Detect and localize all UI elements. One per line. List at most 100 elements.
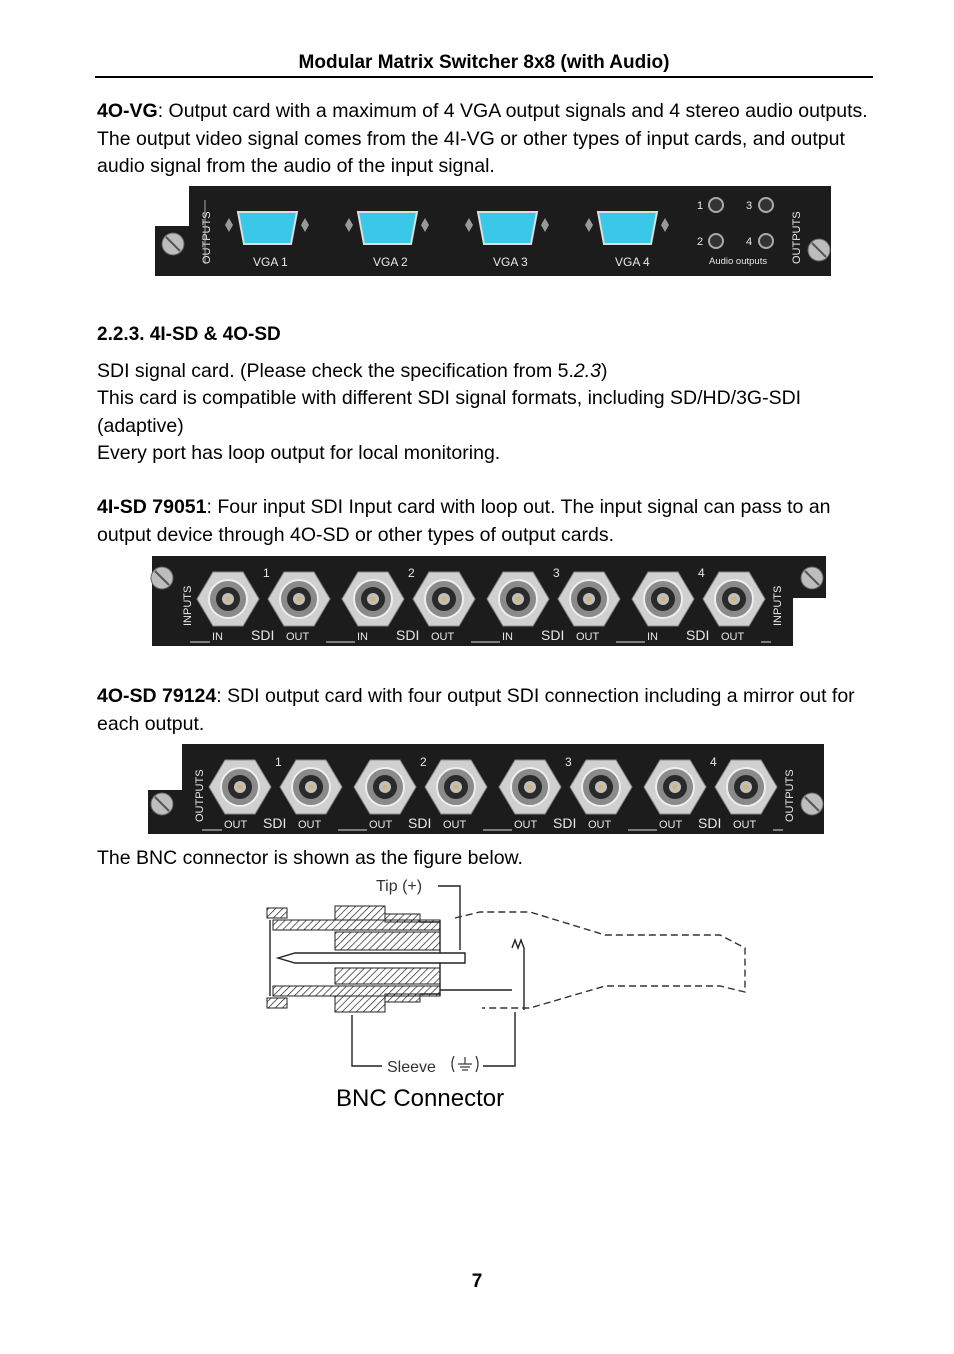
sdi-out-port-number-1: 1	[275, 755, 282, 769]
sdi-out-card-name: 4O-SD 79124	[97, 685, 217, 707]
audio-jack-1[interactable]	[708, 197, 724, 213]
sdi-out-bnc-1-a[interactable]	[208, 759, 272, 815]
spec-ref-close: )	[601, 360, 608, 382]
sdi-out-label-mid-4: SDI	[698, 815, 721, 831]
bnc-diagram: Tip (+) Sleeve	[250, 870, 760, 1085]
vga-card-name: 4O-VG	[97, 100, 158, 122]
sdi-out-bnc-3-b[interactable]	[569, 759, 633, 815]
section-heading: 2.2.3. 4I-SD & 4O-SD	[97, 324, 281, 345]
sdi-intro-text: SDI signal card. (Please check the speci…	[97, 360, 574, 382]
sdi-in-bnc-3-a[interactable]	[486, 571, 550, 627]
sdi-in-card-name: 4I-SD 79051	[97, 496, 207, 518]
sdi-in-bnc-1-b[interactable]	[267, 571, 331, 627]
sdi-out-port-number-4: 4	[710, 755, 717, 769]
sdi-out-card-desc: : SDI output card with four output SDI c…	[97, 685, 855, 735]
vga-side-label-right: OUTPUTS	[791, 211, 803, 264]
sdi-in-bnc-1-a[interactable]	[196, 571, 260, 627]
audio-num-2: 2	[697, 236, 703, 248]
sdi-in-bnc-2-a[interactable]	[341, 571, 405, 627]
audio-num-3: 3	[746, 200, 752, 212]
bnc-sleeve-label: Sleeve	[387, 1059, 436, 1076]
sdi-intro-line2: This card is compatible with different S…	[97, 387, 802, 437]
vga-port-label-4: VGA 4	[615, 255, 650, 269]
vga-port-4[interactable]	[585, 211, 669, 245]
sdi-out-label-a-1: OUT	[224, 819, 248, 831]
sdi-in-port-number-3: 3	[553, 566, 560, 580]
sdi-out-bnc-3-a[interactable]	[498, 759, 562, 815]
vga-port-2[interactable]	[345, 211, 429, 245]
sdi-out-label-mid-3: SDI	[553, 815, 576, 831]
sdi-in-bnc-3-b[interactable]	[557, 571, 621, 627]
sdi-in-card-svg[interactable]: INPUTS INPUTS 1IN SDI OUT 2IN SDI OUT 3IN SDI OU…	[148, 556, 828, 646]
sdi-out-label-b-3: OUT	[588, 819, 612, 831]
sdi-in-port-number-2: 2	[408, 566, 415, 580]
sdi-in-port-number-1: 1	[263, 566, 270, 580]
sdi-in-side-left: INPUTS	[182, 586, 194, 626]
sdi-in-label-a-3: IN	[502, 631, 513, 643]
sdi-out-port-number-2: 2	[420, 755, 427, 769]
audio-num-1: 1	[697, 200, 703, 212]
sdi-out-bnc-1-b[interactable]	[279, 759, 343, 815]
ground-icon	[451, 1055, 479, 1073]
sdi-intro-line1: SDI signal card. (Please check the speci…	[97, 358, 877, 386]
sdi-in-label-a-4: IN	[647, 631, 658, 643]
sdi-out-label-b-1: OUT	[298, 819, 322, 831]
sdi-in-label-a-1: IN	[212, 631, 223, 643]
audio-outputs-label: Audio outputs	[709, 256, 767, 267]
bnc-caption: BNC Connector	[336, 1085, 505, 1112]
sdi-in-label-mid-1: SDI	[251, 627, 274, 643]
sdi-out-label-a-3: OUT	[514, 819, 538, 831]
sdi-in-side-right: INPUTS	[772, 586, 784, 626]
sdi-out-side-right: OUTPUTS	[784, 769, 796, 822]
sdi-in-bnc-4-b[interactable]	[702, 571, 766, 627]
sdi-in-label-b-1: OUT	[286, 631, 310, 643]
sdi-out-label-b-4: OUT	[733, 819, 757, 831]
bnc-tip-label: Tip (+)	[376, 878, 422, 895]
spec-ref: 2.3	[573, 360, 601, 382]
sdi-out-label-a-4: OUT	[659, 819, 683, 831]
bnc-diagram-svg: Tip (+) Sleeve	[266, 878, 746, 1076]
vga-card-svg: OUTPUTS OUTPUTS VGA 1 VGA 2 VGA 3 VGA 4 …	[155, 186, 831, 276]
sdi-out-label-mid-1: SDI	[263, 815, 286, 831]
sdi-in-bnc-4-a[interactable]	[631, 571, 695, 627]
sdi-in-label-b-3: OUT	[576, 631, 600, 643]
sdi-out-side-left: OUTPUTS	[194, 769, 206, 822]
vga-port-1[interactable]	[225, 211, 309, 245]
sdi-out-port-number-3: 3	[565, 755, 572, 769]
sdi-in-label-mid-2: SDI	[396, 627, 419, 643]
sdi-out-card-paragraph: 4O-SD 79124: SDI output card with four o…	[97, 683, 877, 738]
vga-side-label-left: OUTPUTS	[201, 211, 213, 264]
vga-card-panel: OUTPUTS OUTPUTS VGA 1 VGA 2 VGA 3 VGA 4 …	[155, 186, 831, 276]
audio-jack-3[interactable]	[758, 197, 774, 213]
sdi-in-label-mid-4: SDI	[686, 627, 709, 643]
audio-jack-4[interactable]	[758, 233, 774, 249]
bnc-intro: The BNC connector is shown as the figure…	[97, 847, 523, 869]
header-rule	[95, 76, 873, 78]
sdi-in-label-a-2: IN	[357, 631, 368, 643]
sdi-in-label-mid-3: SDI	[541, 627, 564, 643]
vga-port-label-1: VGA 1	[253, 255, 288, 269]
vga-port-label-2: VGA 2	[373, 255, 408, 269]
sdi-in-label-b-2: OUT	[431, 631, 455, 643]
vga-card-paragraph: 4O-VG: Output card with a maximum of 4 V…	[97, 98, 877, 181]
vga-card-desc: : Output card with a maximum of 4 VGA ou…	[97, 100, 868, 177]
sdi-out-bnc-4-a[interactable]	[643, 759, 707, 815]
sdi-out-bnc-4-b[interactable]	[714, 759, 778, 815]
sdi-in-card-paragraph: 4I-SD 79051: Four input SDI Input card w…	[97, 494, 877, 549]
audio-jack-2[interactable]	[708, 233, 724, 249]
sdi-out-label-a-2: OUT	[369, 819, 393, 831]
sdi-out-bnc-2-b[interactable]	[424, 759, 488, 815]
sdi-intro-line3: Every port has loop output for local mon…	[97, 442, 501, 464]
vga-port-3[interactable]	[465, 211, 549, 245]
page-number: 7	[471, 1271, 483, 1292]
sdi-in-label-b-4: OUT	[721, 631, 745, 643]
sdi-out-bnc-2-a[interactable]	[353, 759, 417, 815]
vga-port-label-3: VGA 3	[493, 255, 528, 269]
sdi-in-port-number-4: 4	[698, 566, 705, 580]
sdi-in-bnc-2-b[interactable]	[412, 571, 476, 627]
sdi-out-label-mid-2: SDI	[408, 815, 431, 831]
audio-num-4: 4	[746, 236, 752, 248]
